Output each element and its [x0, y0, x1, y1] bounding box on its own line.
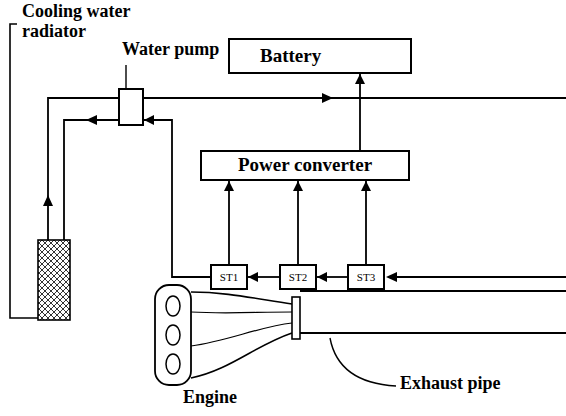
coolant-pipe — [48, 98, 118, 240]
exhaust-pipe — [300, 291, 566, 333]
coolant-pipe — [392, 276, 566, 278]
manifold — [191, 292, 292, 304]
leader-line — [125, 65, 126, 88]
connector-arrow — [359, 74, 361, 150]
flow-arrow — [322, 93, 333, 103]
connector-arrow — [317, 276, 347, 278]
flow-arrow — [86, 115, 97, 125]
flange — [292, 297, 300, 339]
connector-arrow — [144, 120, 210, 277]
connector-arrow — [297, 181, 299, 264]
pump-box: Water pump — [118, 88, 144, 126]
part-label: Engine — [183, 388, 237, 408]
box-label: ST3 — [357, 271, 375, 283]
radiator-symbol — [38, 240, 70, 320]
battery-box: Battery — [228, 38, 412, 74]
coolant-pipe — [144, 97, 566, 99]
cylinder-symbol — [166, 325, 180, 345]
part-label: Exhaust pipe — [400, 374, 501, 394]
cylinder-symbol — [166, 296, 180, 316]
converter-box: Power converter — [200, 150, 410, 181]
part-label: Cooling water radiator — [22, 2, 140, 42]
thermoelectric-module: ST3 — [347, 264, 385, 290]
flow-arrow — [386, 272, 397, 282]
manifold — [191, 311, 292, 313]
part-heading: Water pump — [122, 40, 219, 60]
box-label: ST1 — [220, 271, 238, 283]
box-label: Power converter — [238, 155, 372, 176]
leader-line — [330, 338, 396, 386]
cylinder-symbol — [166, 354, 180, 374]
thermoelectric-module: ST1 — [210, 264, 248, 290]
connector-arrow — [228, 181, 230, 264]
box-label: Battery — [260, 46, 321, 67]
manifold — [191, 323, 292, 346]
connector-arrow — [365, 181, 367, 264]
manifold — [191, 333, 292, 378]
coolant-pipe — [64, 120, 118, 240]
thermoelectric-module: ST2 — [279, 264, 317, 290]
flow-arrow — [43, 195, 53, 206]
leader-line — [10, 24, 38, 318]
box-label: ST2 — [289, 271, 307, 283]
connector-arrow — [248, 276, 279, 278]
engine-block — [155, 285, 191, 385]
